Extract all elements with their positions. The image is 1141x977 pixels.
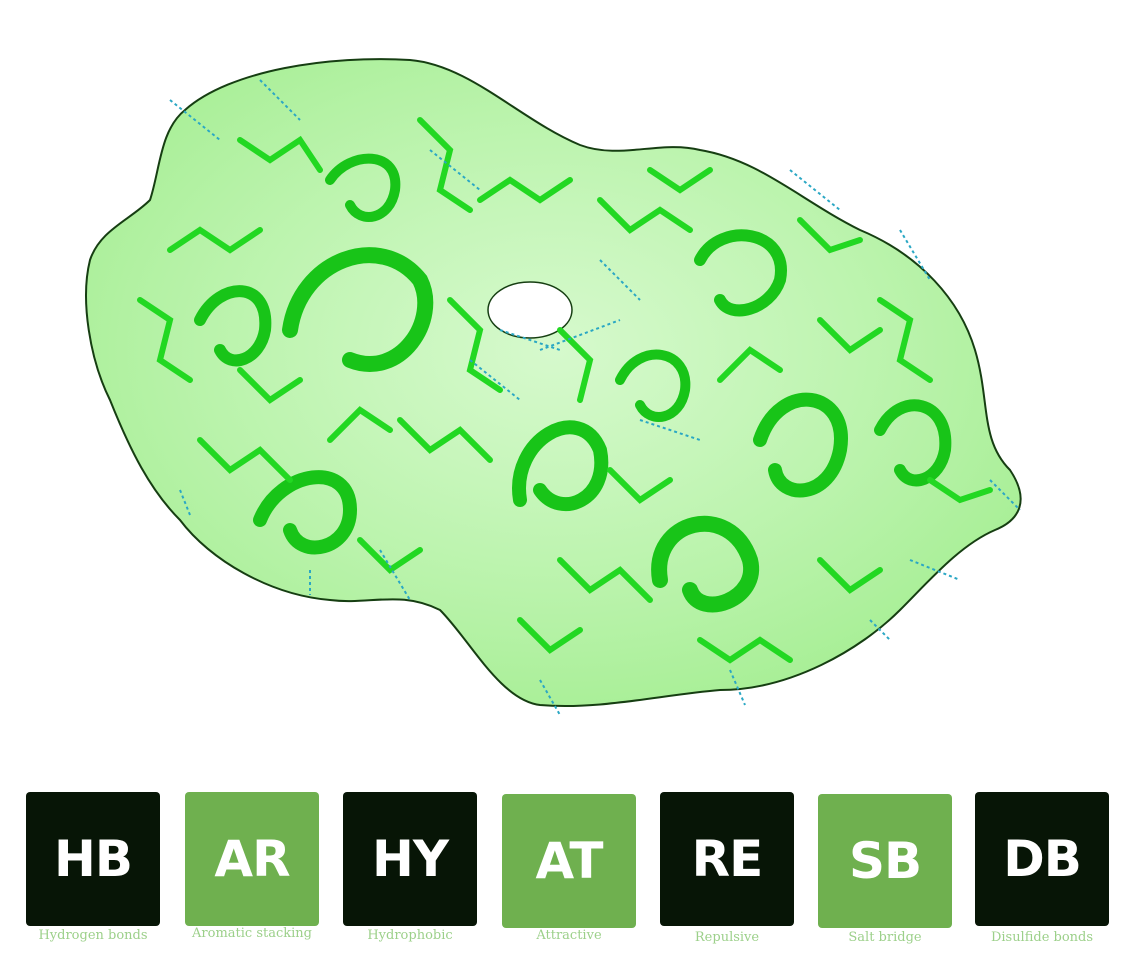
legend-code-ar: AR	[214, 830, 290, 888]
legend-tile-ar: AR	[185, 792, 319, 926]
legend-tile-hb: HB	[26, 792, 160, 926]
legend-tile-at: AT	[502, 794, 636, 928]
legend-code-at: AT	[535, 832, 604, 890]
legend-label-attractive: Attractive	[536, 928, 602, 943]
surface-cavity	[487, 281, 573, 339]
ribbon-helices	[194, 153, 952, 613]
side-chain-sticks	[137, 117, 993, 664]
legend-label-salt-bridge: Salt bridge	[848, 930, 922, 945]
protein-structure-image	[85, 58, 1022, 716]
legend-code-db: DB	[1003, 830, 1082, 888]
legend-tile-hy: HY	[343, 792, 477, 926]
legend-label-hydrogen-bonds: Hydrogen bonds	[38, 928, 148, 943]
legend-code-hb: HB	[54, 830, 133, 888]
legend-label-disulfide-bonds: Disulfide bonds	[990, 930, 1094, 945]
legend-label-aromatic-stacking: Aromatic stacking	[192, 926, 312, 941]
legend-tile-re: RE	[660, 792, 794, 926]
legend-tile-sb: SB	[818, 794, 952, 928]
legend-code-hy: HY	[371, 830, 449, 888]
interaction-legend: HB Hydrogen bonds AR Aromatic stacking H…	[0, 780, 1141, 970]
legend-code-sb: SB	[848, 832, 922, 890]
legend-tile-db: DB	[975, 792, 1109, 926]
legend-label-hydrophobic: Hydrophobic	[367, 928, 453, 943]
legend-label-repulsive: Repulsive	[694, 930, 760, 945]
hydrogen-bond-lines	[169, 79, 1021, 716]
molecular-surface	[85, 58, 1022, 708]
legend-code-re: RE	[691, 830, 764, 888]
